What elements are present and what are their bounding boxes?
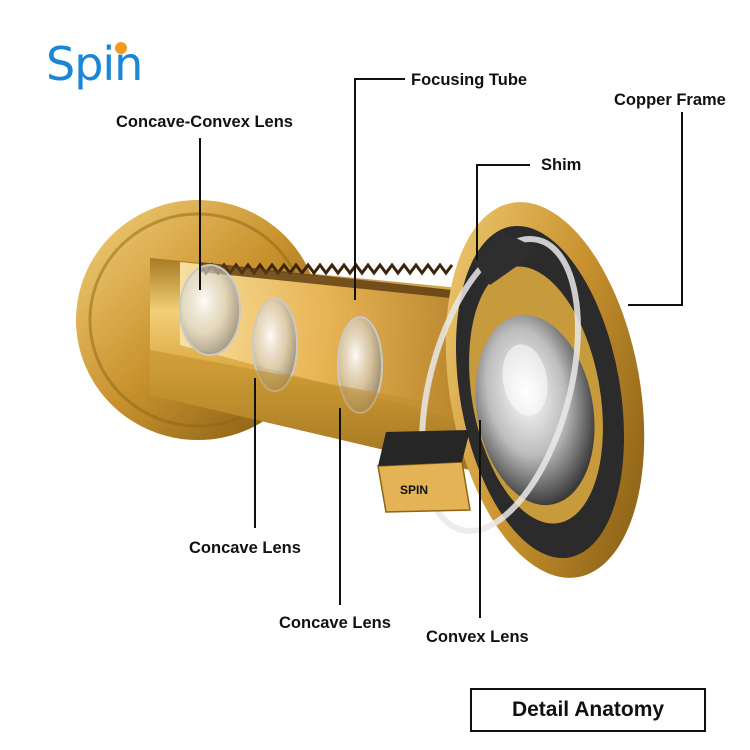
label-shim: Shim — [541, 155, 581, 175]
label-concave-lens-2: Concave Lens — [279, 613, 391, 633]
concave-convex-lens-shape — [180, 265, 240, 355]
spin-logo: Spin — [46, 36, 166, 100]
stamp-spin: SPIN — [400, 483, 428, 497]
label-convex-lens: Convex Lens — [426, 627, 529, 647]
label-concave-lens-1: Concave Lens — [189, 538, 301, 558]
label-focusing-tube: Focusing Tube — [411, 70, 527, 90]
title-box: Detail Anatomy — [470, 688, 706, 732]
mount-tab-black — [378, 430, 470, 466]
label-concave-convex-lens: Concave-Convex Lens — [116, 112, 293, 132]
logo-dot-icon — [115, 42, 127, 54]
label-copper-frame: Copper Frame — [614, 90, 726, 110]
logo-text: Spin — [46, 36, 142, 92]
leader-copper-frame — [628, 112, 682, 305]
page-title: Detail Anatomy — [512, 698, 664, 722]
